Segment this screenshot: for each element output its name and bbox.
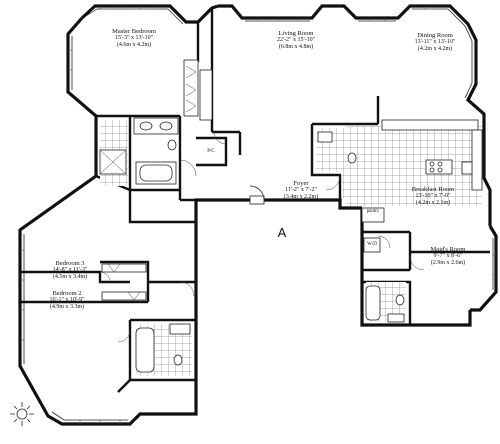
room-size: 13'-11" x 13'-10" xyxy=(414,39,456,45)
room-size-metric: (4.2m x 4.2m) xyxy=(417,46,453,52)
room-label-bedroom-3: Bedroom 3 14'-8" x 11'-3" (4.5m x 3.4m) xyxy=(53,260,88,281)
room-name: Dining Room xyxy=(417,32,453,39)
room-label-living-room: Living Room 22'-2" x 15'-10" (6.8m x 4.8… xyxy=(277,30,315,51)
room-name: Bedroom 3 xyxy=(55,260,85,267)
room-name: Living Room xyxy=(278,30,314,37)
washer-dryer-label: W/D xyxy=(367,242,377,247)
room-name: Maid's Room xyxy=(430,246,466,253)
exterior-walls xyxy=(18,4,498,426)
door-swings xyxy=(99,131,425,343)
room-size-metric: (2.9m x 2.6m) xyxy=(430,260,466,266)
room-name: Breakfast Room xyxy=(411,186,455,193)
room-label-foyer: Foyer 11'-2" x 7'-2" (3.4m x 2.2m) xyxy=(284,180,318,201)
window-glazing xyxy=(20,6,496,424)
room-size: 9'-7" x 8'-6" xyxy=(433,253,463,259)
room-size-metric: (4.9m x 3.3m) xyxy=(49,304,85,310)
room-size: 11'-2" x 7'-2" xyxy=(285,187,317,193)
room-name: Foyer xyxy=(293,180,309,187)
north-arrow-icon: A xyxy=(277,225,287,240)
room-name: Master Bedroom xyxy=(112,28,156,35)
room-label-bedroom-2: Bedroom 2 16'-1" x 10'-9" (4.9m x 3.3m) xyxy=(49,290,84,311)
room-size: 13'-10" x 7'-0" xyxy=(415,193,451,199)
room-size: 15'-3" x 13'-10" xyxy=(114,35,154,41)
fixtures xyxy=(99,59,483,373)
room-size-metric: (3.4m x 2.2m) xyxy=(283,194,319,200)
room-label-dining-room: Dining Room 13'-11" x 13'-10" (4.2m x 4.… xyxy=(415,32,456,53)
sun-compass-icon xyxy=(10,402,34,426)
room-size: 22'-2" x 15'-10" xyxy=(276,37,316,43)
room-size: 16'-1" x 10'-9" xyxy=(49,297,85,303)
room-size-metric: (6.8m x 4.8m) xyxy=(278,44,314,50)
room-size-metric: (4.2m x 2.1m) xyxy=(415,200,451,206)
tiled-floors xyxy=(100,120,482,376)
room-name: Bedroom 2 xyxy=(52,290,82,297)
room-size-metric: (4.6m x 4.2m) xyxy=(116,42,152,48)
room-label-maids-room: Maid's Room 9'-7" x 8'-6" (2.9m x 2.6m) xyxy=(431,246,466,267)
room-size-metric: (4.5m x 3.4m) xyxy=(52,274,88,280)
room-label-breakfast-room: Breakfast Room 13'-10" x 7'-0" (4.2m x 2… xyxy=(412,186,454,207)
room-label-master-bedroom: Master Bedroom 15'-3" x 13'-10" (4.6m x … xyxy=(112,28,156,49)
room-size: 14'-8" x 11'-3" xyxy=(52,267,88,273)
powder-closet-label: P/C xyxy=(207,149,215,154)
pantry-label: pantry xyxy=(366,209,380,214)
